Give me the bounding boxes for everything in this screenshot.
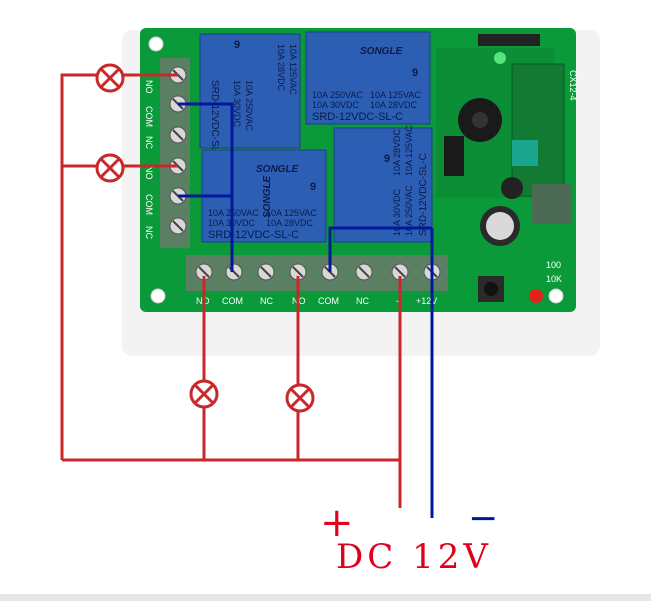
rf-board [511, 63, 565, 197]
relay-4: SONGLE 9 10A 250VAC 10A 30VDC 10A 125VAC… [262, 125, 433, 243]
svg-text:10A 250VAC: 10A 250VAC [244, 80, 254, 131]
mount-hole [148, 36, 164, 52]
bottom-terminal-label-1: COM [222, 296, 243, 306]
mount-hole [548, 288, 564, 304]
receiver-module: CX12-4 [436, 34, 578, 246]
svg-text:10A 28VDC: 10A 28VDC [392, 128, 402, 176]
lamp-3 [189, 379, 219, 409]
bottom-terminal-label-6: - [396, 296, 399, 306]
svg-text:10A 125VAC: 10A 125VAC [288, 44, 298, 95]
svg-text:10A 125VAC: 10A 125VAC [404, 125, 414, 176]
svg-text:SRD-12VDC-SL-C: SRD-12VDC-SL-C [312, 111, 403, 123]
dc-12v-label: DC 12V [336, 537, 492, 577]
bottom-screw-5 [355, 263, 373, 281]
svg-text:SRD-12VDC-SL-C: SRD-12VDC-SL-C [208, 229, 299, 241]
bottom-screw-6 [391, 263, 409, 281]
minus-sign: − [468, 498, 498, 539]
left-terminal-label-5: NC [144, 226, 154, 239]
svg-text:10A 30VDC: 10A 30VDC [392, 188, 402, 236]
plus-sign: + [320, 500, 354, 546]
bottom-terminal-label-2: NC [260, 296, 273, 306]
bottom-screw-1 [225, 263, 243, 281]
svg-text:9: 9 [412, 67, 418, 79]
svg-text:9: 9 [234, 39, 240, 51]
svg-text:9: 9 [384, 153, 390, 165]
svg-text:100: 100 [546, 260, 561, 270]
bottom-terminal-label-4: COM [318, 296, 339, 306]
green-led [494, 52, 506, 64]
svg-text:10K: 10K [546, 274, 562, 284]
svg-text:10A 28VDC: 10A 28VDC [276, 44, 286, 92]
left-terminal-block [160, 58, 190, 248]
svg-text:10A 250VAC: 10A 250VAC [404, 185, 414, 236]
svg-text:10A 250VAC: 10A 250VAC [208, 208, 259, 218]
capacitor [501, 177, 523, 199]
left-terminal-label-2: NC [144, 136, 154, 149]
red-wiring [60, 73, 402, 508]
svg-text:SONGLE: SONGLE [262, 175, 273, 218]
lamp-4 [285, 383, 315, 413]
relay-2: SONGLE 9 10A 250VAC 10A 125VAC 10A 30VDC… [305, 31, 431, 125]
left-screw-5 [169, 217, 187, 235]
footer-bar [0, 594, 651, 601]
inductor [512, 140, 538, 166]
svg-text:SRD-12VDC-SL-C: SRD-12VDC-SL-C [209, 80, 220, 163]
svg-text:10A 125VAC: 10A 125VAC [266, 208, 317, 218]
left-screw-2 [169, 126, 187, 144]
svg-text:9: 9 [310, 181, 316, 193]
svg-text:SONGLE: SONGLE [256, 164, 299, 175]
svg-text:10A 250VAC: 10A 250VAC [312, 90, 363, 100]
blue-wiring [178, 102, 434, 518]
red-led [529, 289, 543, 303]
left-terminal-label-1: COM [144, 106, 154, 127]
svg-text:10A 28VDC: 10A 28VDC [370, 100, 418, 110]
lamp-1 [95, 63, 125, 93]
svg-text:10A 28VDC: 10A 28VDC [266, 218, 314, 228]
left-terminal-label-0: NO [144, 80, 154, 94]
mount-hole [150, 288, 166, 304]
ic-chip [444, 136, 464, 176]
bottom-terminal-label-5: NC [356, 296, 369, 306]
jumper-pins [532, 184, 572, 224]
bottom-terminal-block [186, 255, 448, 291]
left-terminal-label-4: COM [144, 194, 154, 215]
header-pins [478, 34, 540, 46]
svg-text:CX12-4: CX12-4 [568, 70, 578, 101]
lamp-2 [95, 153, 125, 183]
bottom-terminal-label-7: +12V [416, 296, 437, 306]
bottom-screw-2 [257, 263, 275, 281]
svg-text:10A 30VDC: 10A 30VDC [232, 80, 242, 128]
svg-text:10A 30VDC: 10A 30VDC [312, 100, 360, 110]
relay-1: 10A 125VAC 10A 28VDC 10A 250VAC 10A 30VD… [199, 33, 301, 163]
svg-text:10A 125VAC: 10A 125VAC [370, 90, 421, 100]
svg-text:SRD-12VDC-SL-C: SRD-12VDC-SL-C [418, 153, 429, 236]
svg-text:SONGLE: SONGLE [360, 46, 403, 57]
left-terminal-label-3: NO [144, 166, 154, 180]
